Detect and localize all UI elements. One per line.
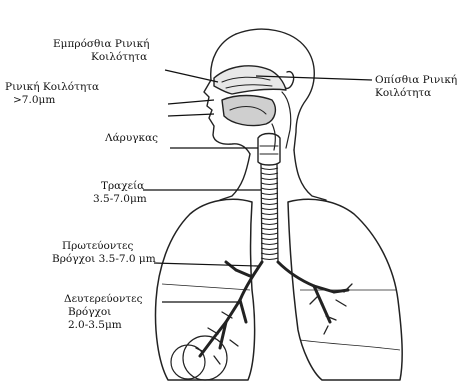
leader-primary-bronchi xyxy=(154,263,258,266)
trachea-ring xyxy=(261,248,278,250)
label-nasal-cavity: Ρινική Κοιλότητα >7.0μm xyxy=(5,81,99,107)
label-secondary-bronchi: Δευτερεύοντες Βρόγχοι 2.0-3.5μm xyxy=(64,293,142,332)
neck-outline xyxy=(220,154,250,200)
trachea-ring xyxy=(261,243,278,245)
trachea-ring xyxy=(261,238,278,240)
trachea-ring xyxy=(261,178,278,180)
bronchial-tree xyxy=(200,262,348,356)
label-posterior-nasal: Οπίσθια Ρινική Κοιλότητα xyxy=(375,74,457,100)
trachea-ring xyxy=(261,173,278,175)
larynx-shape xyxy=(258,134,280,166)
label-trachea: Τραχεία 3.5-7.0μm xyxy=(93,180,147,206)
trachea-ring xyxy=(261,233,278,235)
label-anterior-nasal: Εμπρόσθια Ρινική Κοιλότητα xyxy=(53,38,149,64)
trachea-ring xyxy=(261,198,278,200)
trachea-ring xyxy=(261,218,278,220)
trachea-ring xyxy=(261,183,278,185)
alveoli-circle-large xyxy=(171,345,205,379)
nasal-cavity-shape xyxy=(214,66,286,94)
trachea-ring xyxy=(261,228,278,230)
trachea-ring xyxy=(261,188,278,190)
oral-cavity-shape xyxy=(222,96,275,126)
trachea-ring xyxy=(261,253,278,255)
trachea-ring xyxy=(261,168,278,170)
pharynx xyxy=(282,92,291,148)
trachea-ring xyxy=(261,193,278,195)
label-primary-bronchi: Πρωτεύοντες Βρόγχοι 3.5-7.0 μm xyxy=(52,240,156,266)
head-outline xyxy=(204,34,250,154)
trachea-ring xyxy=(261,223,278,225)
label-larynx: Λάρυγκας xyxy=(105,132,158,145)
trachea-ring xyxy=(261,213,278,215)
trachea-ring xyxy=(261,258,278,260)
ear xyxy=(284,72,294,89)
leader-nasal-2 xyxy=(168,114,214,116)
trachea-ring xyxy=(261,208,278,210)
trachea-ring xyxy=(261,203,278,205)
